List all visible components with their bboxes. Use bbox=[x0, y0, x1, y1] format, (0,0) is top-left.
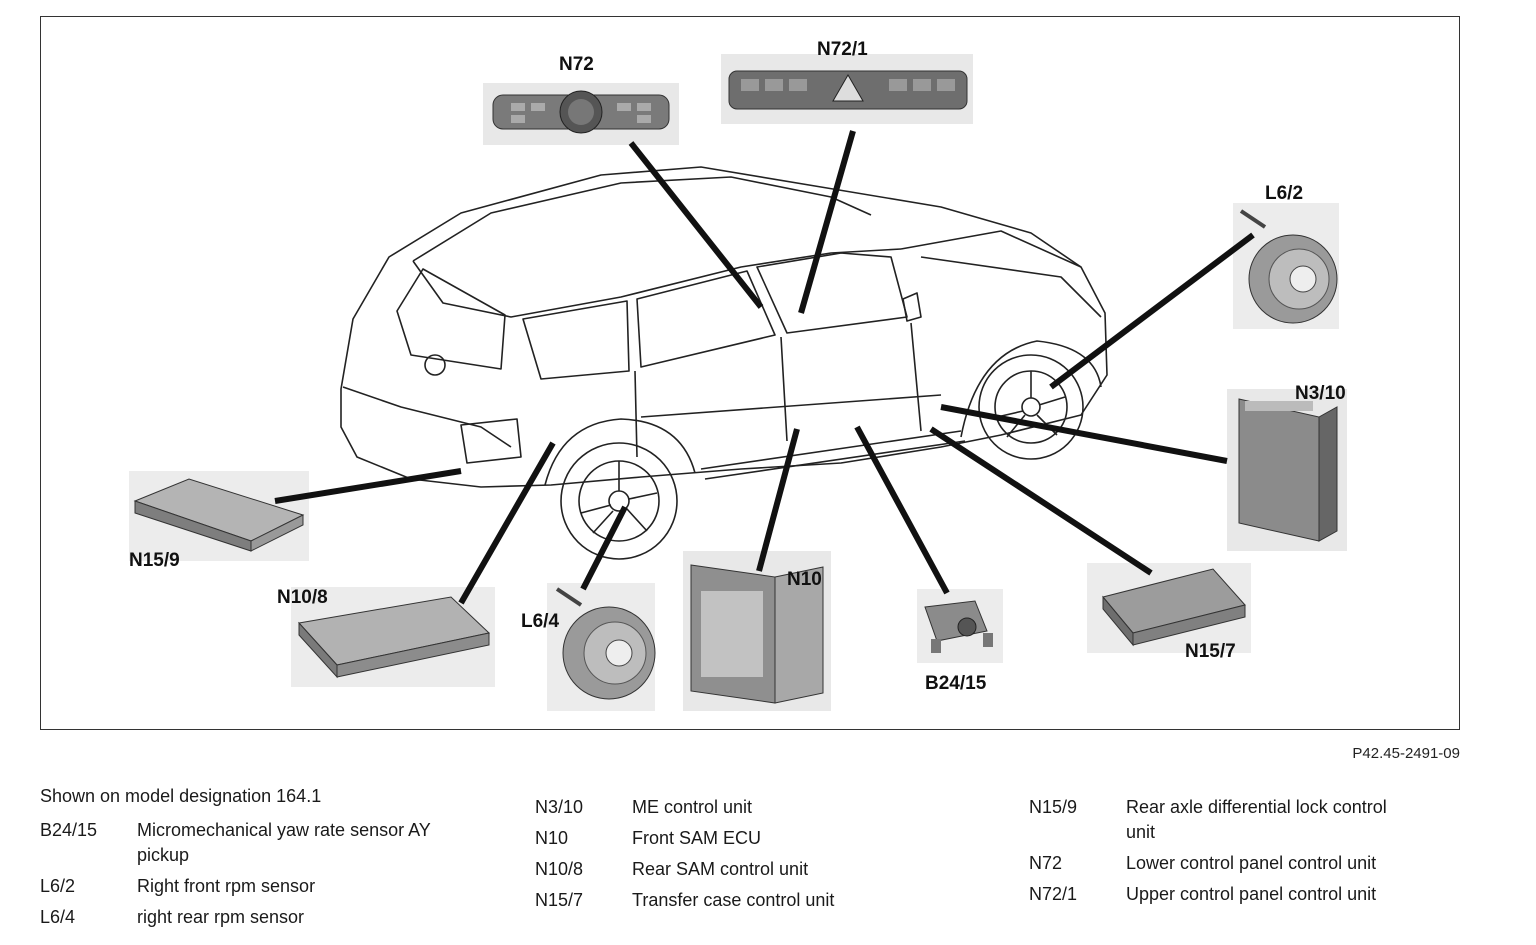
legend-intro: Shown on model designation 164.1 bbox=[40, 786, 322, 806]
legend-description: Rear SAM control unit bbox=[632, 859, 809, 879]
legend-code: N10 bbox=[535, 828, 569, 848]
legend-code: L6/2 bbox=[40, 876, 76, 896]
label-n10-8: N10/8 bbox=[277, 587, 328, 608]
legend-code: N72 bbox=[1029, 853, 1063, 873]
legend-column-2: N3/10 ME control unit N10 Front SAM ECU … bbox=[535, 795, 955, 919]
leader-line-l6-2 bbox=[1049, 232, 1255, 390]
legend-code: L6/4 bbox=[40, 907, 76, 927]
legend-code: N10/8 bbox=[535, 859, 584, 879]
n72-control-panel-image bbox=[483, 83, 679, 145]
legend-code: N3/10 bbox=[535, 797, 584, 817]
label-n72-1: N72/1 bbox=[817, 39, 868, 60]
legend-description: Lower control panel control unit bbox=[1126, 853, 1377, 873]
label-n3-10: N3/10 bbox=[1295, 383, 1346, 404]
leader-line-b24-15 bbox=[854, 425, 950, 595]
leader-line-n72-1 bbox=[798, 130, 856, 314]
label-n15-7: N15/7 bbox=[1185, 641, 1236, 662]
legend-item: B24/15 Micromechanical yaw rate sensor A… bbox=[40, 818, 460, 868]
legend-description: ME control unit bbox=[632, 797, 753, 817]
legend-item: N15/7 Transfer case control unit bbox=[535, 888, 955, 913]
legend-item: N72/1 Upper control panel control unit bbox=[1029, 882, 1449, 907]
label-l6-4: L6/4 bbox=[521, 611, 560, 632]
b24-15-yaw-sensor-image bbox=[917, 589, 1003, 663]
legend-description: Front SAM ECU bbox=[632, 828, 762, 848]
n72-1-control-panel-image bbox=[721, 54, 973, 124]
legend-item: N72 Lower control panel control unit bbox=[1029, 851, 1449, 876]
legend-description: Micromechanical yaw rate sensor AY picku… bbox=[137, 820, 431, 865]
legend-description: right rear rpm sensor bbox=[137, 907, 305, 927]
legend-item: L6/4 right rear rpm sensor bbox=[40, 905, 460, 930]
leader-line-n15-9 bbox=[274, 468, 462, 504]
legend-description: Rear axle differential lock control unit bbox=[1126, 797, 1387, 842]
legend-item: N10 Front SAM ECU bbox=[535, 826, 955, 851]
legend-code: N15/7 bbox=[535, 890, 584, 910]
leader-line-n10 bbox=[756, 428, 800, 572]
legend-description: Transfer case control unit bbox=[632, 890, 835, 910]
legend-item: L6/2 Right front rpm sensor bbox=[40, 874, 460, 899]
leader-lines bbox=[274, 130, 1255, 605]
n15-9-control-unit-image bbox=[129, 471, 309, 561]
n10-control-unit-image bbox=[683, 551, 831, 711]
legend-column-3: N15/9 Rear axle differential lock contro… bbox=[1029, 795, 1449, 913]
legend-code: N15/9 bbox=[1029, 797, 1078, 817]
label-l6-2: L6/2 bbox=[1265, 183, 1304, 204]
diagram-figure: N72 N72/1 L6/2 N3/10 N15/9 N10/8 L6/4 N1… bbox=[40, 16, 1460, 730]
leader-line-n10-8 bbox=[458, 441, 556, 605]
n15-7-control-unit-image bbox=[1087, 563, 1251, 653]
n10-8-control-unit-image bbox=[291, 587, 495, 687]
leader-line-n3-10 bbox=[940, 404, 1228, 464]
label-n72: N72 bbox=[559, 54, 594, 75]
l6-2-rpm-sensor-image bbox=[1233, 203, 1339, 329]
leader-line-n72 bbox=[628, 141, 764, 309]
legend-code: N72/1 bbox=[1029, 884, 1078, 904]
label-b24-15: B24/15 bbox=[925, 673, 987, 694]
label-n10: N10 bbox=[787, 569, 822, 590]
vehicle-outline bbox=[340, 166, 1108, 560]
legend-item: N3/10 ME control unit bbox=[535, 795, 955, 820]
legend-description: Right front rpm sensor bbox=[137, 876, 316, 896]
n3-10-control-unit-image bbox=[1227, 389, 1347, 551]
l6-4-rpm-sensor-image bbox=[547, 583, 656, 711]
legend-item: N15/9 Rear axle differential lock contro… bbox=[1029, 795, 1449, 845]
legend-column-1: B24/15 Micromechanical yaw rate sensor A… bbox=[40, 818, 460, 936]
label-n15-9: N15/9 bbox=[129, 550, 180, 571]
legend-description: Upper control panel control unit bbox=[1126, 884, 1377, 904]
leader-line-n15-7 bbox=[929, 426, 1153, 576]
vehicle-diagram bbox=[129, 54, 1347, 711]
legend-code: B24/15 bbox=[40, 820, 98, 840]
figure-code: P42.45-2491-09 bbox=[1352, 745, 1460, 762]
leader-line-l6-4 bbox=[580, 505, 628, 591]
legend-item: N10/8 Rear SAM control unit bbox=[535, 857, 955, 882]
